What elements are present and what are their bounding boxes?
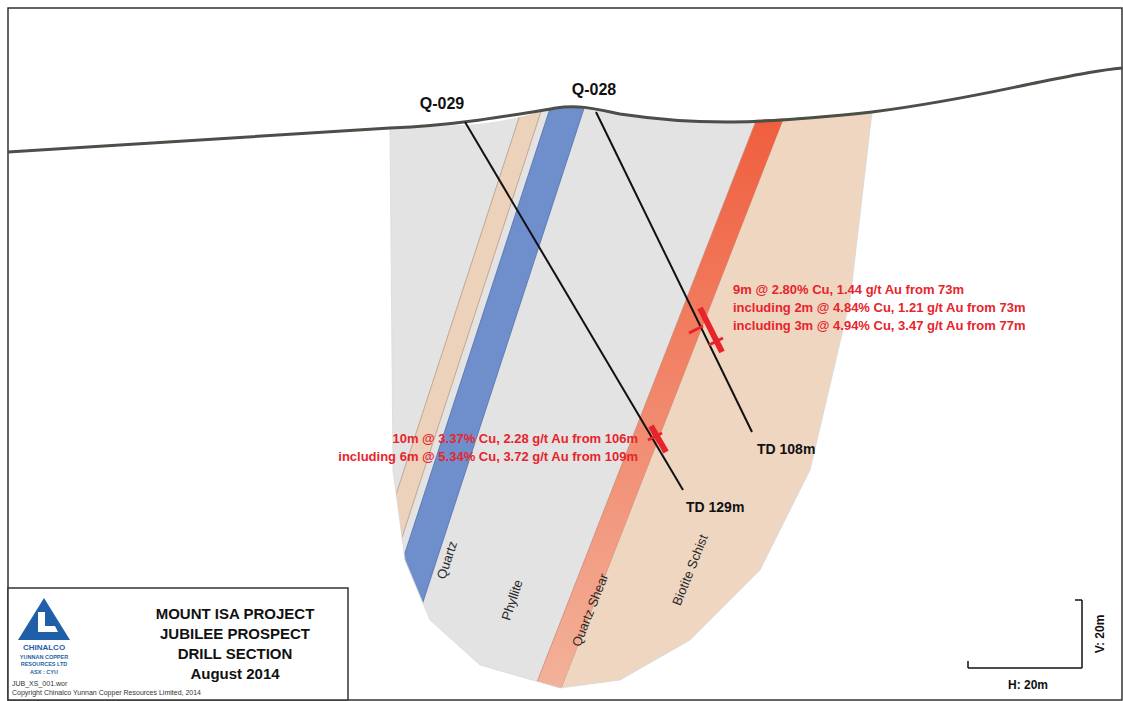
intercept-text: 9m @ 2.80% Cu, 1.44 g/t Au from 73m xyxy=(733,283,964,297)
scale-label: V: 20m xyxy=(1094,615,1107,654)
quartz-unit: Quartz xyxy=(431,537,463,584)
logo-triangle xyxy=(18,598,70,640)
logo-letter xyxy=(38,612,58,632)
intercept-mark xyxy=(700,308,722,352)
drill-hole-id: Q-029 xyxy=(420,95,464,113)
intercept-text: including 2m @ 4.84% Cu, 1.21 g/t Au fro… xyxy=(733,301,1025,315)
scale-tick xyxy=(1075,599,1082,601)
scale-bar-v xyxy=(1081,600,1083,668)
intercept-tick xyxy=(709,338,723,345)
tan-strip xyxy=(329,90,548,700)
scale-tick xyxy=(967,661,969,668)
unit-label: Quartz Shear xyxy=(569,571,611,648)
biotite-schist-fill xyxy=(557,90,1000,700)
intercept-tick xyxy=(689,326,703,333)
intercept-tick xyxy=(648,433,662,440)
copyright-note: Copyright Chinalco Yunnan Copper Resourc… xyxy=(12,689,201,697)
logo-text: RESOURCES LTD xyxy=(21,661,68,667)
drill-hole xyxy=(596,112,752,432)
logo-text: YUNNAN COPPER xyxy=(20,654,68,660)
unit-label: Biotite Schist xyxy=(669,532,711,607)
unit-label: Quartz xyxy=(434,539,461,581)
section-outline xyxy=(390,112,872,688)
total-depth: TD 129m xyxy=(686,500,744,515)
title-block xyxy=(8,588,348,700)
intercept-text: including 6m @ 5.34% Cu, 3.72 g/t Au fro… xyxy=(338,450,638,464)
quartz-shear-unit: Quartz Shear xyxy=(566,569,614,652)
scale-label: H: 20m xyxy=(1008,679,1048,692)
title-text: MOUNT ISA PROJECT JUBILEE PROSPECT DRILL… xyxy=(151,604,319,684)
logo-text: ASX : CYU xyxy=(30,669,58,675)
scale-bar-h xyxy=(968,667,1082,669)
phyllite-unit: Phyllite xyxy=(496,575,529,625)
logo-text: CHINALCO xyxy=(23,644,65,653)
intercept-text: 10m @ 3.37% Cu, 2.28 g/t Au from 106m xyxy=(392,432,638,446)
biotite-schist-unit: Biotite Schist xyxy=(667,530,714,611)
drill-hole-id: Q-028 xyxy=(572,81,616,99)
topography-line xyxy=(8,68,1123,152)
intercept-text: including 3m @ 4.94% Cu, 3.47 g/t Au fro… xyxy=(733,319,1025,333)
total-depth: TD 108m xyxy=(757,442,815,457)
file-name: JUB_XS_001.wor xyxy=(12,680,67,688)
unit-label: Phyllite xyxy=(498,578,525,623)
